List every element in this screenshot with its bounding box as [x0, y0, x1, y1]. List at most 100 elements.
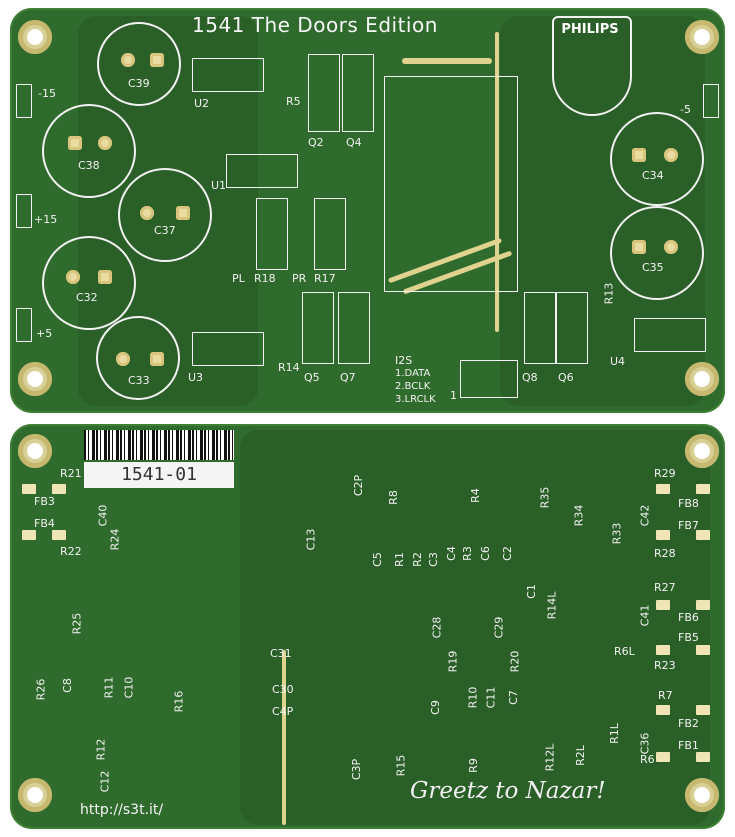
- label-r24: R24: [108, 528, 122, 551]
- label-r21: R21: [60, 467, 82, 480]
- top-trace-1: [495, 32, 499, 332]
- website-url: http://s3t.it/: [80, 802, 164, 818]
- label-q8: Q8: [522, 371, 538, 384]
- label-c1: C1: [524, 584, 538, 599]
- label-r14l: R14L: [545, 591, 559, 620]
- pad-c37-b: [176, 206, 190, 220]
- label-r1: R1: [392, 552, 406, 567]
- label-c8: C8: [60, 678, 74, 693]
- label-c2p: C2P: [352, 474, 366, 497]
- label-c42: C42: [638, 504, 652, 527]
- pad-c33-b: [150, 352, 164, 366]
- label-r25: R25: [70, 612, 84, 635]
- pad-c39-b: [150, 53, 164, 67]
- i2s-header: [460, 360, 518, 398]
- connector-plus5: [16, 308, 32, 342]
- smd-pad: [696, 705, 710, 715]
- pad-c38-b: [98, 136, 112, 150]
- transistor-q2: [308, 54, 340, 132]
- label-r7: R7: [658, 689, 673, 702]
- label-r4: R4: [468, 488, 482, 503]
- label-u1: U1: [211, 179, 227, 192]
- label-r11: R11: [102, 676, 116, 699]
- philips-logo-text: PHILIPS: [561, 22, 619, 37]
- mount-hole-bottom-bottom-right: [685, 778, 719, 812]
- label-q5: Q5: [304, 371, 320, 384]
- label-c10: C10: [122, 676, 136, 699]
- label-pl: PL: [232, 272, 245, 285]
- mount-hole-top-bottom-right: [685, 362, 719, 396]
- label-r29: R29: [654, 467, 676, 480]
- capacitor-c35: [610, 206, 704, 300]
- smd-pad: [656, 752, 670, 762]
- label-r20: R20: [508, 650, 522, 673]
- dac-module-outline: [384, 76, 518, 292]
- label-r22: R22: [60, 545, 82, 558]
- label-q7: Q7: [340, 371, 356, 384]
- mount-hole-top-bottom-left: [18, 362, 52, 396]
- label-c31: C31: [270, 647, 292, 660]
- capacitor-c32: [42, 236, 136, 330]
- regulator-u2: [192, 58, 264, 92]
- label-c40: C40: [96, 504, 110, 527]
- label-r9: R9: [466, 758, 480, 773]
- label-fb1: FB1: [678, 739, 699, 752]
- label-r18: R18: [254, 272, 276, 285]
- label-r34: R34: [572, 504, 586, 527]
- label-q2: Q2: [308, 136, 324, 149]
- label-u2: U2: [194, 97, 210, 110]
- label-r14: R14: [278, 361, 300, 374]
- label-r15: R15: [394, 754, 408, 777]
- label-u3: U3: [188, 371, 204, 384]
- smd-pad: [696, 645, 710, 655]
- label-u4: U4: [610, 355, 626, 368]
- label-r2: R2: [410, 552, 424, 567]
- label-c39: C39: [128, 77, 150, 90]
- label-c3p: C3P: [350, 758, 364, 781]
- label-c11: C11: [484, 686, 498, 709]
- mount-hole-bottom-top-right: [685, 434, 719, 468]
- label-fb4: FB4: [34, 517, 55, 530]
- transistor-q6: [556, 292, 588, 364]
- trimmer-r17: [314, 198, 346, 270]
- label-r27: R27: [654, 581, 676, 594]
- pad-c37-a: [140, 206, 154, 220]
- capacitor-c34: [610, 112, 704, 206]
- pad-c35-a: [632, 240, 646, 254]
- label-c33: C33: [128, 374, 150, 387]
- smd-pad: [696, 600, 710, 610]
- label-r26: R26: [34, 678, 48, 701]
- philips-logo: [552, 16, 632, 116]
- label-fb2: FB2: [678, 717, 699, 730]
- label-i2s-pin1: 1: [450, 389, 457, 402]
- smd-pad: [656, 645, 670, 655]
- label-r3: R3: [460, 546, 474, 561]
- smd-pad: [22, 484, 36, 494]
- label-q6: Q6: [558, 371, 574, 384]
- top-trace-2: [402, 58, 492, 64]
- label-r5: R5: [286, 95, 301, 108]
- label-r16: R16: [172, 690, 186, 713]
- label-r19: R19: [446, 650, 460, 673]
- regulator-u4: [634, 318, 706, 352]
- pad-c34-a: [632, 148, 646, 162]
- label-i2s-lrclk: 3.LRCLK: [395, 394, 436, 405]
- smd-pad: [52, 484, 66, 494]
- pad-c32-b: [98, 270, 112, 284]
- label-plus15: +15: [34, 213, 58, 226]
- transistor-q7: [338, 292, 370, 364]
- label-i2s-bclk: 2.BCLK: [395, 381, 431, 392]
- mount-hole-top-right: [685, 20, 719, 54]
- board-title: 1541 The Doors Edition: [192, 13, 438, 37]
- label-r33: R33: [610, 522, 624, 545]
- regulator-u3: [192, 332, 264, 366]
- label-r23: R23: [654, 659, 676, 672]
- mount-hole-bottom-top-left: [18, 434, 52, 468]
- bottom-trace-1: [282, 650, 286, 825]
- label-c28: C28: [430, 616, 444, 639]
- pad-c38-a: [68, 136, 82, 150]
- label-c30: C30: [272, 683, 294, 696]
- label-i2s: I2S: [395, 354, 413, 367]
- label-c7: C7: [506, 690, 520, 705]
- label-c29: C29: [492, 616, 506, 639]
